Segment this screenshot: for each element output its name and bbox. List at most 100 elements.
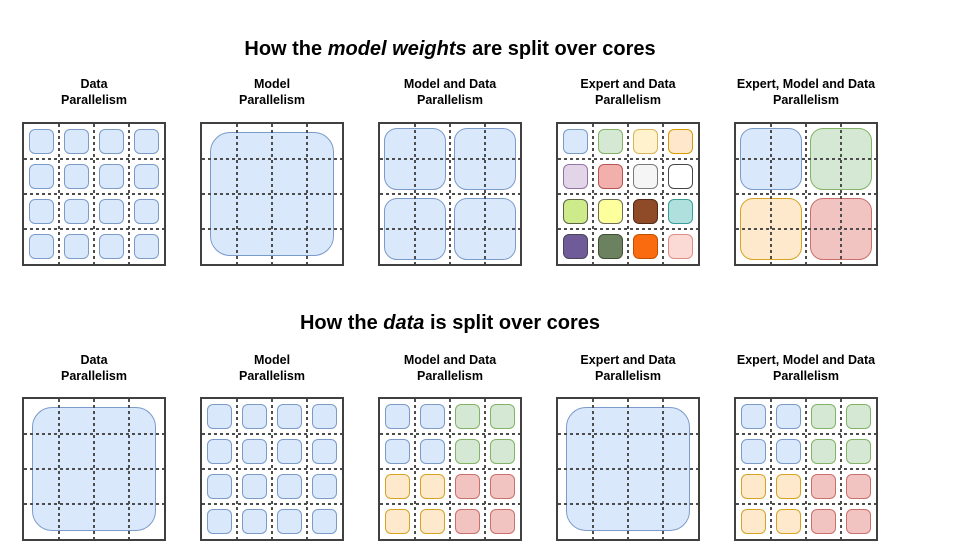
core-grid-box [22,397,166,541]
grid-dashed-line-vertical [236,399,238,539]
core-grid-box [734,122,878,266]
title-emphasis: data [383,312,425,334]
core-square-lime [563,199,588,224]
grid-dashed-line-vertical [805,399,807,539]
core-square-blue [420,404,445,429]
core-square-blue [134,164,159,189]
core-square-blue [563,129,588,154]
core-square-blue [207,474,232,499]
core-square-blue [384,128,446,190]
core-square-gray [633,164,658,189]
core-square-blue [741,404,766,429]
core-square-blue [99,234,124,259]
title-prefix: How the [299,312,384,334]
core-square-blue [64,199,89,224]
core-grid-box [378,397,522,541]
core-square-white [668,164,693,189]
core-square-blue [242,404,267,429]
grid-dashed-line-vertical [449,399,451,539]
core-square-goldorange [420,509,445,534]
grid-dashed-line-vertical [592,124,594,264]
core-square-blue [32,407,156,531]
core-square-teal [668,199,693,224]
grid-dashed-line-horizontal [202,468,342,470]
core-square-blue [99,129,124,154]
grid-dashed-line-horizontal [380,468,520,470]
core-square-blue [207,404,232,429]
title-suffix: is split over cores [424,312,601,334]
grid-dashed-line-vertical [805,124,807,264]
core-square-purple [563,164,588,189]
core-square-blue [29,164,54,189]
core-square-darkpurple [563,234,588,259]
core-square-blue [242,509,267,534]
core-square-goldorange [741,474,766,499]
core-square-blue [277,404,302,429]
core-square-blue [210,132,334,256]
core-square-green [490,404,515,429]
grid-dashed-line-vertical [449,124,451,264]
core-grid-box [556,122,700,266]
core-square-blue [134,129,159,154]
core-square-blue [776,404,801,429]
core-square-blue [277,474,302,499]
grid-dashed-line-vertical [306,399,308,539]
core-square-blue [64,129,89,154]
core-square-palepink [668,234,693,259]
core-square-blue [454,128,516,190]
grid-dashed-line-vertical [627,124,629,264]
core-square-green [810,128,872,190]
core-grid-box [22,122,166,266]
core-square-blue [312,439,337,464]
grid-dashed-line-horizontal [736,433,876,435]
panel-data [22,397,166,541]
core-square-lightred [811,509,836,534]
core-square-blue [242,474,267,499]
core-square-blue [385,439,410,464]
panel-model [200,122,344,266]
panels-row-bottom [22,397,878,541]
core-square-blue [99,164,124,189]
grid-dashed-line-horizontal [736,468,876,470]
core-square-blue [29,234,54,259]
core-grid-box [200,122,344,266]
core-square-blue [741,439,766,464]
grid-dashed-line-vertical [662,124,664,264]
core-square-blue [312,404,337,429]
panel-model [200,397,344,541]
core-square-green [846,439,871,464]
title-suffix: are split over cores [466,38,656,60]
core-square-blue [312,474,337,499]
core-grid-box [378,122,522,266]
core-square-blue [312,509,337,534]
title-prefix: How the [244,38,328,60]
core-square-lightred [455,474,480,499]
grid-dashed-line-horizontal [202,503,342,505]
core-square-goldorange [740,198,802,260]
core-square-goldorange [741,509,766,534]
grid-dashed-line-vertical [840,399,842,539]
grid-dashed-line-horizontal [24,228,164,230]
core-square-yellow [633,129,658,154]
grid-dashed-line-vertical [93,124,95,264]
title-emphasis: model weights [327,38,467,60]
panel-data [22,122,166,266]
core-square-blue [64,234,89,259]
panel-expert-and-data [556,122,700,266]
core-square-darkgreen [598,234,623,259]
grid-dashed-line-horizontal [736,503,876,505]
